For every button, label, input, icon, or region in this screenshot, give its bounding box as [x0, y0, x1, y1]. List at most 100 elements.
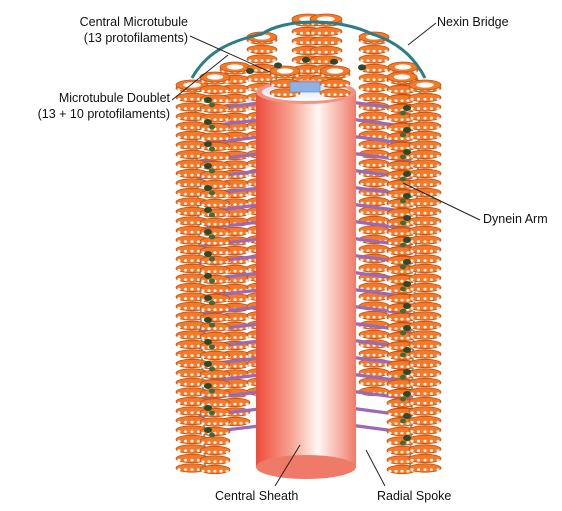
protofilament-ring: [409, 445, 441, 453]
dynein-arm-left: [204, 427, 212, 433]
bead-highlight: [306, 70, 309, 73]
leader-nexin-bridge: [408, 23, 436, 45]
bead-highlight: [406, 318, 409, 321]
bead-highlight: [190, 240, 193, 243]
bead-highlight: [388, 156, 391, 159]
bead-highlight: [436, 117, 439, 120]
protofilament-ring: [409, 350, 441, 358]
bead-highlight: [436, 307, 439, 310]
bead-highlight: [219, 403, 222, 406]
bead-highlight: [417, 345, 420, 348]
bead-highlight: [233, 118, 236, 121]
bead-highlight: [372, 373, 375, 376]
bead-highlight: [184, 145, 187, 148]
bead-highlight: [423, 212, 426, 215]
bead-highlight: [372, 164, 375, 167]
bead-highlight: [213, 394, 216, 397]
bead-highlight: [436, 221, 439, 224]
column-lumen: [277, 68, 294, 73]
bead-highlight: [337, 32, 340, 35]
bead-highlight: [213, 166, 216, 169]
bead-highlight: [394, 432, 397, 435]
bead-highlight: [219, 118, 222, 121]
bead-highlight: [406, 90, 409, 93]
bead-highlight: [219, 394, 222, 397]
bead-highlight: [339, 84, 342, 87]
bead-highlight: [248, 183, 251, 186]
bead-highlight: [190, 221, 193, 224]
bead-highlight: [366, 230, 369, 233]
bead-highlight: [406, 156, 409, 159]
bead-highlight: [254, 59, 257, 62]
protofilament-ring: [310, 27, 342, 35]
bead-highlight: [406, 422, 409, 425]
bead-highlight: [400, 299, 403, 302]
bead-highlight: [177, 136, 180, 139]
bead-highlight: [423, 459, 426, 462]
bead-highlight: [372, 249, 375, 252]
bead-highlight: [430, 231, 433, 234]
bead-highlight: [184, 136, 187, 139]
bead-highlight: [410, 345, 413, 348]
dynein-arm-right: [403, 149, 411, 155]
protofilament-ring: [409, 407, 441, 415]
bead-highlight: [423, 421, 426, 424]
bead-highlight: [384, 59, 387, 62]
bead-highlight: [190, 421, 193, 424]
bead-highlight: [417, 411, 420, 414]
bead-highlight: [410, 164, 413, 167]
bead-highlight: [378, 202, 381, 205]
bead-highlight: [430, 307, 433, 310]
bead-highlight: [417, 107, 420, 110]
bead-highlight: [213, 232, 216, 235]
protofilament-ring: [409, 255, 441, 263]
bead-highlight: [394, 470, 397, 473]
bead-highlight: [213, 270, 216, 273]
protofilament-ring: [409, 236, 441, 244]
bead-highlight: [207, 394, 210, 397]
protofilament-ring: [359, 159, 389, 167]
bead-highlight: [366, 192, 369, 195]
bead-highlight: [225, 270, 228, 273]
bead-highlight: [372, 192, 375, 195]
bead-highlight: [219, 213, 222, 216]
bead-highlight: [366, 78, 369, 81]
bead-highlight: [436, 364, 439, 367]
bead-highlight: [400, 384, 403, 387]
bead-highlight: [423, 373, 426, 376]
bead-highlight: [245, 384, 248, 387]
bead-highlight: [201, 204, 204, 207]
bead-highlight: [239, 118, 242, 121]
bead-highlight: [207, 308, 210, 311]
bead-highlight: [177, 354, 180, 357]
protofilament-ring: [200, 152, 230, 160]
bead-highlight: [245, 184, 248, 187]
bead-highlight: [213, 175, 216, 178]
bead-highlight: [394, 299, 397, 302]
bead-highlight: [201, 137, 204, 140]
bead-highlight: [245, 213, 248, 216]
bead-highlight: [260, 50, 263, 53]
bead-highlight: [394, 422, 397, 425]
bead-highlight: [333, 84, 336, 87]
bead-highlight: [184, 202, 187, 205]
bead-highlight: [372, 297, 375, 300]
dynein-arm-left: [204, 97, 212, 103]
bead-highlight: [388, 175, 391, 178]
dynein-arm-right-lobe: [400, 177, 406, 182]
bead-highlight: [272, 59, 275, 62]
bead-highlight: [219, 223, 222, 226]
bead-highlight: [372, 78, 375, 81]
bead-highlight: [400, 185, 403, 188]
bead-highlight: [245, 127, 248, 130]
bead-highlight: [388, 375, 391, 378]
bead-highlight: [295, 93, 298, 96]
dynein-arm-left-lobe: [209, 301, 215, 306]
bead-highlight: [406, 270, 409, 273]
bead-highlight: [245, 89, 248, 92]
bead-highlight: [400, 365, 403, 368]
bead-highlight: [184, 269, 187, 272]
bead-highlight: [360, 59, 363, 62]
bead-highlight: [190, 316, 193, 319]
bead-highlight: [394, 365, 397, 368]
